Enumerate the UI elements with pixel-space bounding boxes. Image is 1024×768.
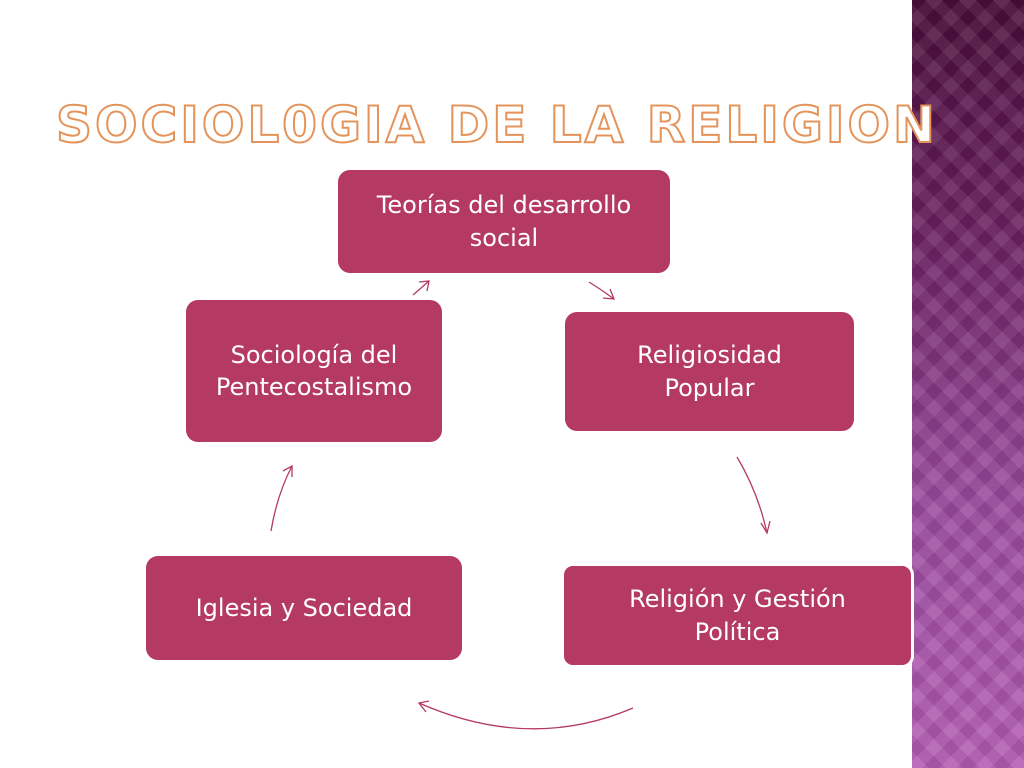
arrow-pentecostalismo-to-teorias-head bbox=[418, 280, 430, 292]
node-teorias-desarrollo-social[interactable]: Teorías del desarrollo social bbox=[338, 170, 670, 273]
node-religion-gestion-line2: Política bbox=[694, 617, 781, 646]
arrow-iglesia-to-pentecostalismo bbox=[270, 465, 293, 532]
node-sociologia-pentecostalismo[interactable]: Sociología del Pentecostalismo bbox=[186, 300, 442, 442]
slide-title: SOCIOL0GIA DE LA RELIGION bbox=[55, 96, 938, 154]
node-pentecostalismo-line1: Sociología del bbox=[230, 340, 398, 369]
node-religion-gestion-politica[interactable]: Religión y Gestión Política bbox=[561, 563, 914, 668]
node-religiosidad-popular[interactable]: Religiosidad Popular bbox=[565, 312, 854, 431]
node-religion-gestion-line1: Religión y Gestión bbox=[629, 585, 846, 614]
arrow-religiosidad-to-religion-gestion-head bbox=[760, 520, 771, 535]
decorative-side-band bbox=[912, 0, 1024, 768]
node-iglesia-line1: Iglesia y Sociedad bbox=[195, 593, 413, 622]
arrow-religiosidad-to-religion-gestion bbox=[736, 456, 768, 534]
node-teorias-line1: Teorías del desarrollo bbox=[376, 191, 632, 220]
node-iglesia-sociedad[interactable]: Iglesia y Sociedad bbox=[146, 556, 462, 660]
arrow-religion-gestion-to-iglesia bbox=[418, 702, 634, 730]
node-religiosidad-line2: Popular bbox=[664, 373, 755, 402]
arrow-religion-gestion-to-iglesia-head bbox=[417, 700, 430, 713]
arrow-iglesia-to-pentecostalismo-head bbox=[282, 464, 293, 477]
node-teorias-line2: social bbox=[469, 223, 539, 252]
arrow-teorias-to-religiosidad bbox=[588, 281, 615, 300]
node-religiosidad-line1: Religiosidad bbox=[637, 341, 782, 370]
arrow-teorias-to-religiosidad-head bbox=[602, 288, 615, 300]
node-pentecostalismo-line2: Pentecostalismo bbox=[215, 373, 413, 401]
arrow-pentecostalismo-to-teorias bbox=[412, 280, 430, 296]
